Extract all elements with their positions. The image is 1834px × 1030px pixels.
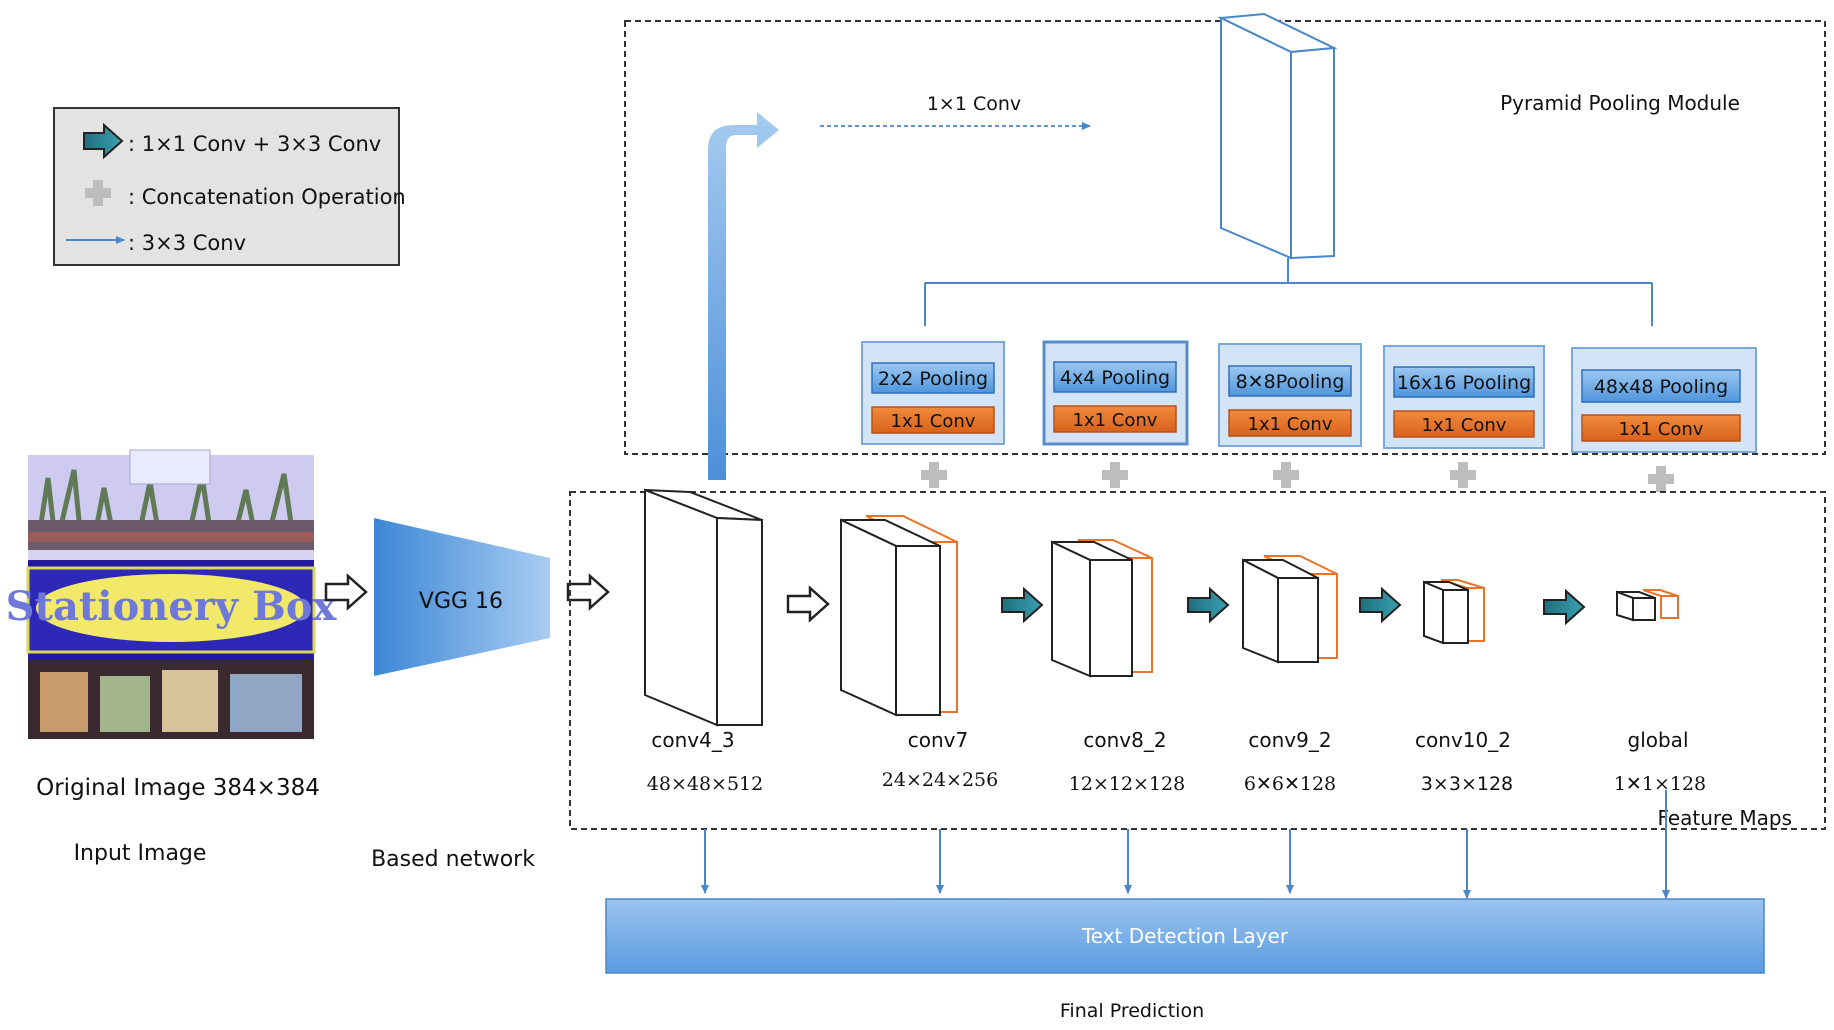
teal-arrow-icon (1187, 586, 1230, 624)
layer-name: conv7 (908, 728, 968, 752)
vgg16-label: VGG 16 (419, 589, 503, 614)
text-detection-layer: Text Detection Layer (605, 898, 1765, 974)
layer-size: 12×12×128 (1069, 773, 1185, 795)
input-caption: Original Image 384×384 (36, 775, 320, 801)
teal-arrow-icon (1359, 586, 1402, 624)
pooling-label: 8✕8Pooling (1236, 371, 1345, 393)
feature-block-conv4-3 (644, 488, 763, 727)
final-prediction-label: Final Prediction (1060, 1000, 1204, 1022)
legend-label-3x3: : 3×3 Conv (128, 231, 246, 255)
layer-size: 48×48×512 (647, 773, 763, 795)
branch-conv-label: 1x1 Conv (1073, 410, 1158, 431)
layer-name: conv4_3 (651, 728, 734, 752)
layer-size: 3×3×128 (1421, 773, 1513, 795)
legend-label-concat: : Concatenation Operation (128, 185, 406, 209)
pooling-label: 48x48 Pooling (1594, 376, 1728, 398)
plus-icon (1648, 466, 1674, 492)
layer-name: conv10_2 (1415, 728, 1511, 752)
plus-icon (1273, 462, 1299, 488)
branch-conv-label: 1x1 Conv (1422, 415, 1507, 436)
layer-name: conv8_2 (1083, 728, 1166, 752)
input-sublabel: Input Image (74, 841, 207, 866)
input-image-sign-text: Stationery Box (6, 583, 338, 630)
branch-conv-label: 1x1 Conv (1248, 414, 1333, 435)
layer-name: conv9_2 (1248, 728, 1331, 752)
concat-plus-icons (921, 462, 1674, 492)
pooling-branch-5: 48x48 Pooling 1x1 Conv (1571, 347, 1757, 453)
feature-block-conv8-2 (1051, 539, 1153, 678)
ppm-conv-label: 1×1 Conv (927, 93, 1021, 115)
text-detection-label: Text Detection Layer (1081, 924, 1289, 948)
plus-icon (85, 180, 111, 206)
feature-maps-region (569, 491, 1826, 830)
legend: : 1×1 Conv + 3×3 Conv : Concatenation Op… (53, 107, 406, 266)
hollow-arrow-icon (786, 585, 830, 623)
vgg16-trapezoid (374, 518, 550, 676)
pooling-label: 2x2 Pooling (878, 368, 988, 390)
vgg16-block: VGG 16 (374, 518, 550, 676)
ppm-output-block (1217, 12, 1338, 260)
feature-block-conv10-2 (1423, 579, 1485, 645)
pooling-branch-1: 2x2 Pooling 1x1 Conv (861, 341, 1005, 445)
layer-size: 6✕6✕128 (1244, 773, 1336, 795)
hollow-arrow-icon (324, 573, 368, 611)
pooling-branch-3: 8✕8Pooling 1x1 Conv (1218, 343, 1362, 447)
branch-conv-label: 1x1 Conv (891, 411, 976, 432)
plus-icon (1450, 462, 1476, 488)
backbone-sublabel: Based network (371, 847, 535, 872)
pooling-label: 4x4 Pooling (1060, 367, 1170, 389)
detection-arrows (701, 790, 1670, 899)
legend-label-conv-combo: : 1×1 Conv + 3×3 Conv (128, 132, 381, 156)
teal-arrow-icon (1001, 586, 1044, 624)
feature-block-conv9-2 (1242, 555, 1338, 664)
layer-size: 24×24×256 (882, 769, 998, 791)
teal-arrow-icon (1543, 588, 1586, 626)
pooling-branch-2: 4x4 Pooling 1x1 Conv (1042, 340, 1189, 446)
branch-conv-label: 1x1 Conv (1619, 419, 1704, 440)
teal-arrow-icon (83, 122, 124, 160)
layer-size: 1✕1×128 (1614, 773, 1706, 795)
hollow-arrow-icon (566, 573, 610, 611)
plus-icon (921, 462, 947, 488)
feature-block-conv7 (840, 515, 958, 717)
layer-name: global (1628, 728, 1689, 752)
plus-icon (1102, 462, 1128, 488)
upward-arrow-icon (708, 112, 779, 480)
feature-block-global (1616, 589, 1679, 622)
ppm-title: Pyramid Pooling Module (1500, 91, 1740, 115)
pooling-label: 16x16 Pooling (1397, 372, 1531, 394)
input-image: Stationery Box (6, 449, 338, 739)
pooling-branch-4: 16x16 Pooling 1x1 Conv (1383, 345, 1545, 449)
ppm-connectors (924, 258, 1653, 326)
feature-maps-label: Feature Maps (1657, 806, 1792, 830)
